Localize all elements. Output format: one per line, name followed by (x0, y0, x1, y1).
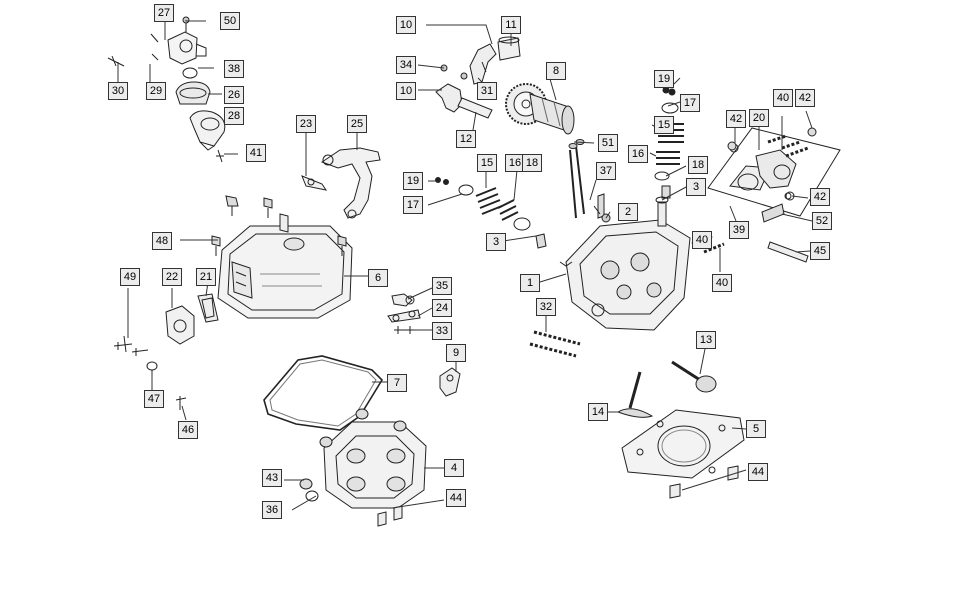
cylinder-head (559, 185, 691, 331)
part-callout: 33 (432, 322, 452, 340)
rocker-arm-group (435, 36, 521, 119)
part-callout: 50 (220, 12, 240, 30)
part-callout: 44 (446, 489, 466, 507)
part-callout: 7 (387, 374, 407, 392)
part-callout: 24 (432, 299, 452, 317)
part-callout: 45 (810, 242, 830, 260)
part-callout: 18 (688, 156, 708, 174)
part-callout: 40 (692, 231, 712, 249)
exhaust-flange-group (707, 127, 841, 263)
part-callout: 40 (773, 89, 793, 107)
part-callout: 37 (596, 162, 616, 180)
part-callout: 10 (396, 82, 416, 100)
part-callout: 42 (810, 188, 830, 206)
intake-pipe-group (301, 147, 381, 219)
left-valve-spring-stack (435, 177, 547, 249)
part-callout: 17 (403, 196, 423, 214)
part-callout: 27 (154, 4, 174, 22)
part-callout: 51 (598, 134, 618, 152)
part-callout: 1 (520, 274, 540, 292)
part-callout: 17 (680, 94, 700, 112)
part-callout: 38 (224, 60, 244, 78)
part-callout: 10 (396, 16, 416, 34)
part-callout: 42 (795, 89, 815, 107)
part-callout: 3 (686, 178, 706, 196)
part-callout: 15 (477, 154, 497, 172)
part-callout: 43 (262, 469, 282, 487)
part-callout: 8 (546, 62, 566, 80)
part-callout: 23 (296, 115, 316, 133)
valves (616, 360, 717, 418)
part-callout: 19 (654, 70, 674, 88)
valve-cover-gasket (263, 355, 384, 431)
leader-lines (117, 12, 813, 511)
valve-cover (211, 195, 353, 319)
part-callout: 35 (432, 277, 452, 295)
part-callout: 25 (347, 115, 367, 133)
part-callout: 19 (403, 172, 423, 190)
center-small-parts (387, 293, 461, 397)
part-callout: 39 (729, 221, 749, 239)
part-callout: 16 (505, 154, 525, 172)
part-callout: 9 (446, 344, 466, 362)
part-callout: 13 (696, 331, 716, 349)
part-callout: 15 (654, 116, 674, 134)
part-callout: 14 (588, 403, 608, 421)
camshaft-holder (299, 408, 427, 527)
part-callout: 46 (178, 421, 198, 439)
part-callout: 49 (120, 268, 140, 286)
part-callout: 16 (628, 145, 648, 163)
part-callout: 22 (162, 268, 182, 286)
part-callout: 20 (749, 109, 769, 127)
part-callout: 41 (246, 144, 266, 162)
part-callout: 6 (368, 269, 388, 287)
part-callout: 28 (224, 107, 244, 125)
left-small-parts (113, 293, 219, 410)
part-callout: 47 (144, 390, 164, 408)
part-callout: 36 (262, 501, 282, 519)
part-callout: 18 (522, 154, 542, 172)
part-callout: 11 (501, 16, 521, 34)
camshaft (505, 83, 575, 135)
part-callout: 26 (224, 86, 244, 104)
head-studs (568, 139, 585, 219)
part-callout: 3 (486, 233, 506, 251)
cylinder-head-gasket (621, 409, 745, 479)
part-callout: 21 (196, 268, 216, 286)
part-callout: 52 (812, 212, 832, 230)
part-callout: 30 (108, 82, 128, 100)
part-callout: 32 (536, 298, 556, 316)
part-callout: 29 (146, 82, 166, 100)
part-callout: 48 (152, 232, 172, 250)
part-callout: 40 (712, 274, 732, 292)
part-callout: 4 (444, 459, 464, 477)
part-callout: 31 (477, 82, 497, 100)
part-callout: 5 (746, 420, 766, 438)
part-callout: 34 (396, 56, 416, 74)
part-callout: 12 (456, 130, 476, 148)
part-callout: 2 (618, 203, 638, 221)
part-callout: 44 (748, 463, 768, 481)
part-callout: 42 (726, 110, 746, 128)
